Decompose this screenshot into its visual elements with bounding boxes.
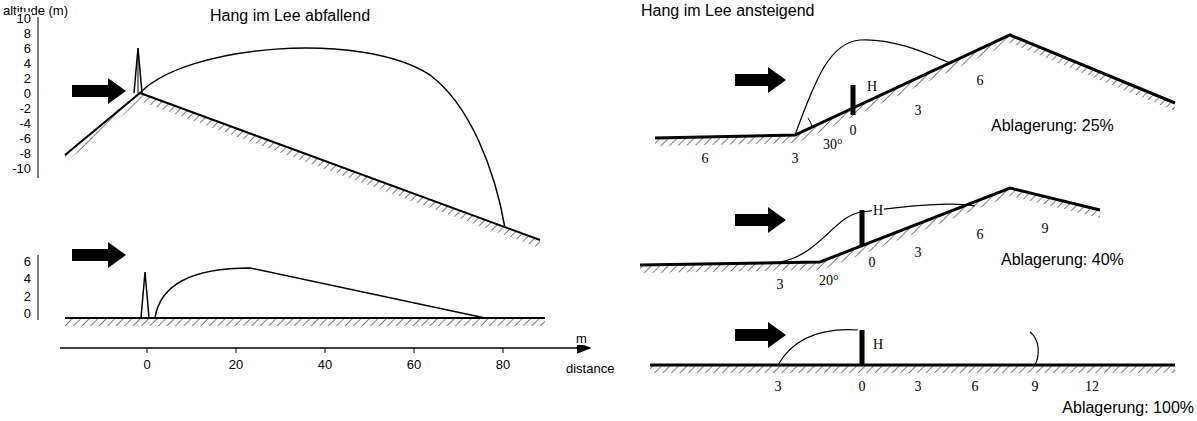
axis-label: 10 [16,12,32,25]
axis-label: 6 [701,152,710,166]
axis-label: 0 [142,358,151,371]
axis-label: 0 [868,256,877,270]
axis-label: 8 [23,27,32,40]
axis-label: H [872,338,884,352]
axis-label: 40 [317,358,333,371]
panel-heading: Hang im Lee abfallend [209,8,371,24]
axis-label: 30° [822,138,844,152]
axis-label: 6 [976,74,985,88]
axis-label: Ablagerung: 25% [990,118,1115,134]
axis-label: 3 [914,246,923,260]
axis-label: Ablagerung: 100% [1061,400,1195,416]
axis-label: altitude (m) [2,4,69,17]
axis-label: 3 [776,278,785,292]
axis-label: 9 [1041,222,1050,236]
wind-arrows [72,67,786,348]
axis-label: 0 [23,87,32,100]
axis-label: 60 [406,358,422,371]
axis-label: 20 [228,358,244,371]
axis-label: 3 [774,380,783,394]
axis-label: 6 [976,228,985,242]
axis-label: -8 [18,147,32,160]
axis-label: H [872,204,884,218]
axis-label: 6 [971,380,980,394]
axis-label: m [575,332,588,345]
axis-label: 4 [23,57,32,70]
axis-label: 6 [23,255,32,268]
axis-label: 9 [1031,380,1040,394]
axis-label: 3 [914,380,923,394]
axis-label: H [866,80,878,94]
axis-label: 80 [495,358,511,371]
axis-label: 2 [23,290,32,303]
panel-heading: Hang im Lee ansteigend [640,3,815,19]
y-axis [38,15,39,178]
axis-label: 0 [23,307,32,320]
axis-label: Ablagerung: 40% [1000,252,1125,268]
axis-label: 20° [818,274,840,288]
axis-label: 0 [849,124,858,138]
axis-label: -2 [18,102,32,115]
axis-label: -4 [18,117,32,130]
axis-label: 3 [791,152,800,166]
axis-label: 6 [23,42,32,55]
axis-label: 0 [858,380,867,394]
axis-label: 2 [23,72,32,85]
axis-label: 12 [1084,380,1100,394]
axis-label: 3 [914,104,923,118]
axis-label: distance [565,362,615,375]
axis-label: -6 [18,132,32,145]
axis-label: -10 [11,162,32,175]
axis-label: 4 [23,272,32,285]
